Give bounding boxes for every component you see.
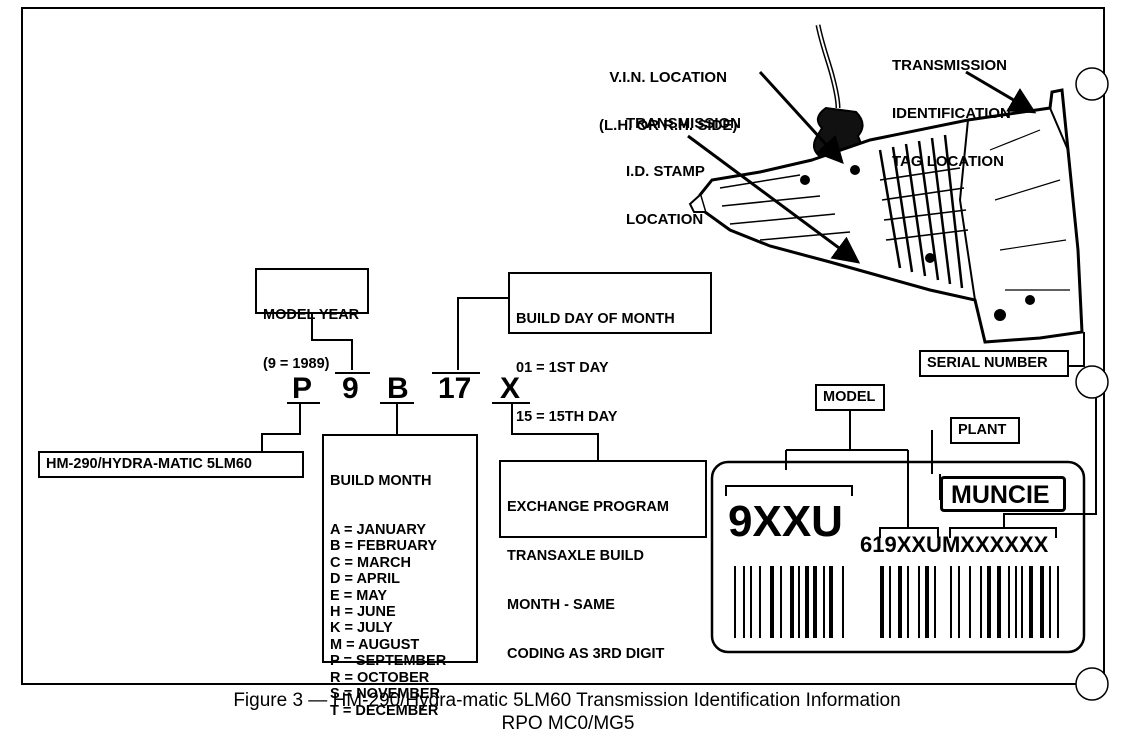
barcode-bar <box>969 566 971 638</box>
barcode-bar <box>790 566 794 638</box>
barcode-bar <box>1040 566 1044 638</box>
tag-barcodes <box>734 566 1059 638</box>
build-month-row: P = SEPTEMBER <box>330 653 447 670</box>
leader-model-year <box>311 314 353 370</box>
frame-punch-hole <box>1075 667 1109 701</box>
barcode-bar <box>734 566 736 638</box>
barcode-bar <box>1015 566 1017 638</box>
barcode-bar <box>997 566 1001 638</box>
barcode-bar <box>842 566 844 638</box>
exchange-program-box: EXCHANGE PROGRAM TRANSAXLE BUILD MONTH -… <box>499 460 707 662</box>
barcode-bar <box>1057 566 1059 638</box>
leader-build-day <box>457 297 508 370</box>
build-month-row: R = OCTOBER <box>330 669 430 686</box>
leader-hm <box>261 403 301 452</box>
frame-punch-hole <box>1075 365 1109 399</box>
barcode-bar <box>813 566 817 638</box>
build-month-row: D = APRIL <box>330 571 400 588</box>
barcode-bar <box>805 566 809 638</box>
leader-exchange <box>511 403 599 460</box>
code-char-p: P <box>292 372 313 405</box>
build-month-row: H = JUNE <box>330 604 396 621</box>
barcode-bar <box>950 566 952 638</box>
barcode-bar <box>759 566 761 638</box>
transmission-illustration <box>688 24 1085 367</box>
build-month-row: K = JULY <box>330 620 393 637</box>
barcode-bar <box>925 566 929 638</box>
model-year-box: MODEL YEAR (9 = 1989) <box>255 268 369 372</box>
hm-model-box: HM-290/HYDRA-MATIC 5LM60 <box>38 451 304 478</box>
tag-serial-code: 619XXUMXXXXXX <box>860 532 1049 557</box>
build-month-row: T = DECEMBER <box>330 702 439 719</box>
tag-plant-box: MUNCIE <box>940 476 1066 512</box>
barcode-bar <box>980 566 982 638</box>
code-char-x: X <box>500 372 521 405</box>
barcode-bar <box>918 566 920 638</box>
barcode-bar <box>743 566 745 638</box>
build-month-title: BUILD MONTH <box>330 472 432 489</box>
barcode-bar <box>750 566 752 638</box>
barcode-bar <box>934 566 936 638</box>
barcode-bar <box>1029 566 1033 638</box>
barcode-bar <box>898 566 902 638</box>
model-label: MODEL <box>815 384 885 411</box>
vin-location-label: V.I.N. LOCATION (L.H. OR R.H. SIDE) <box>599 69 738 134</box>
build-day-box: BUILD DAY OF MONTH 01 = 1ST DAY 15 = 15T… <box>508 272 712 425</box>
barcode-bar <box>880 566 884 638</box>
vin-arrow <box>758 70 844 164</box>
code-char-9: 9 <box>342 372 359 405</box>
barcode-bar <box>829 566 833 638</box>
barcode-bar <box>798 566 800 638</box>
id-tag-location-label: TRANSMISSION IDENTIFICATION TAG LOCATION <box>892 57 1011 170</box>
bracket-model-serial <box>879 450 939 538</box>
build-month-row: E = MAY <box>330 587 388 604</box>
tag-plant-text: MUNCIE <box>951 481 1050 509</box>
stamp-arrow <box>687 134 861 264</box>
figure-caption-line2: RPO MC0/MG5 <box>501 713 635 734</box>
frame-punch-hole <box>1075 67 1109 101</box>
barcode-bar <box>770 566 774 638</box>
id-stamp-location-label: TRANSMISSION I.D. STAMP LOCATION <box>626 115 742 228</box>
barcode-bar <box>1049 566 1051 638</box>
leader-serial <box>1003 398 1097 528</box>
build-month-row: S = NOVEMBER <box>330 686 440 703</box>
code-char-b: B <box>387 372 409 405</box>
serial-number-label: SERIAL NUMBER <box>919 350 1069 377</box>
barcode-bar <box>823 566 825 638</box>
barcode-bar <box>987 566 991 638</box>
tag-arrow <box>965 70 1037 114</box>
figure-caption-line1: Figure 3 — HM-290/Hydra-matic 5LM60 Tran… <box>233 690 901 711</box>
barcode-bar <box>958 566 960 638</box>
plant-label: PLANT <box>950 417 1020 444</box>
code-char-17: 17 <box>438 372 472 405</box>
build-month-row: A = JANUARY <box>330 522 427 539</box>
build-month-row: M = AUGUST <box>330 636 420 653</box>
barcode-bar <box>1021 566 1023 638</box>
barcode-bar <box>889 566 891 638</box>
bracket-model-code <box>725 450 853 496</box>
tag-model-code: 9XXU <box>728 497 843 546</box>
build-month-row: C = MARCH <box>330 554 411 571</box>
barcode-bar <box>780 566 782 638</box>
barcode-bar <box>907 566 909 638</box>
barcode-bar <box>1008 566 1010 638</box>
build-month-row: B = FEBRUARY <box>330 538 438 555</box>
